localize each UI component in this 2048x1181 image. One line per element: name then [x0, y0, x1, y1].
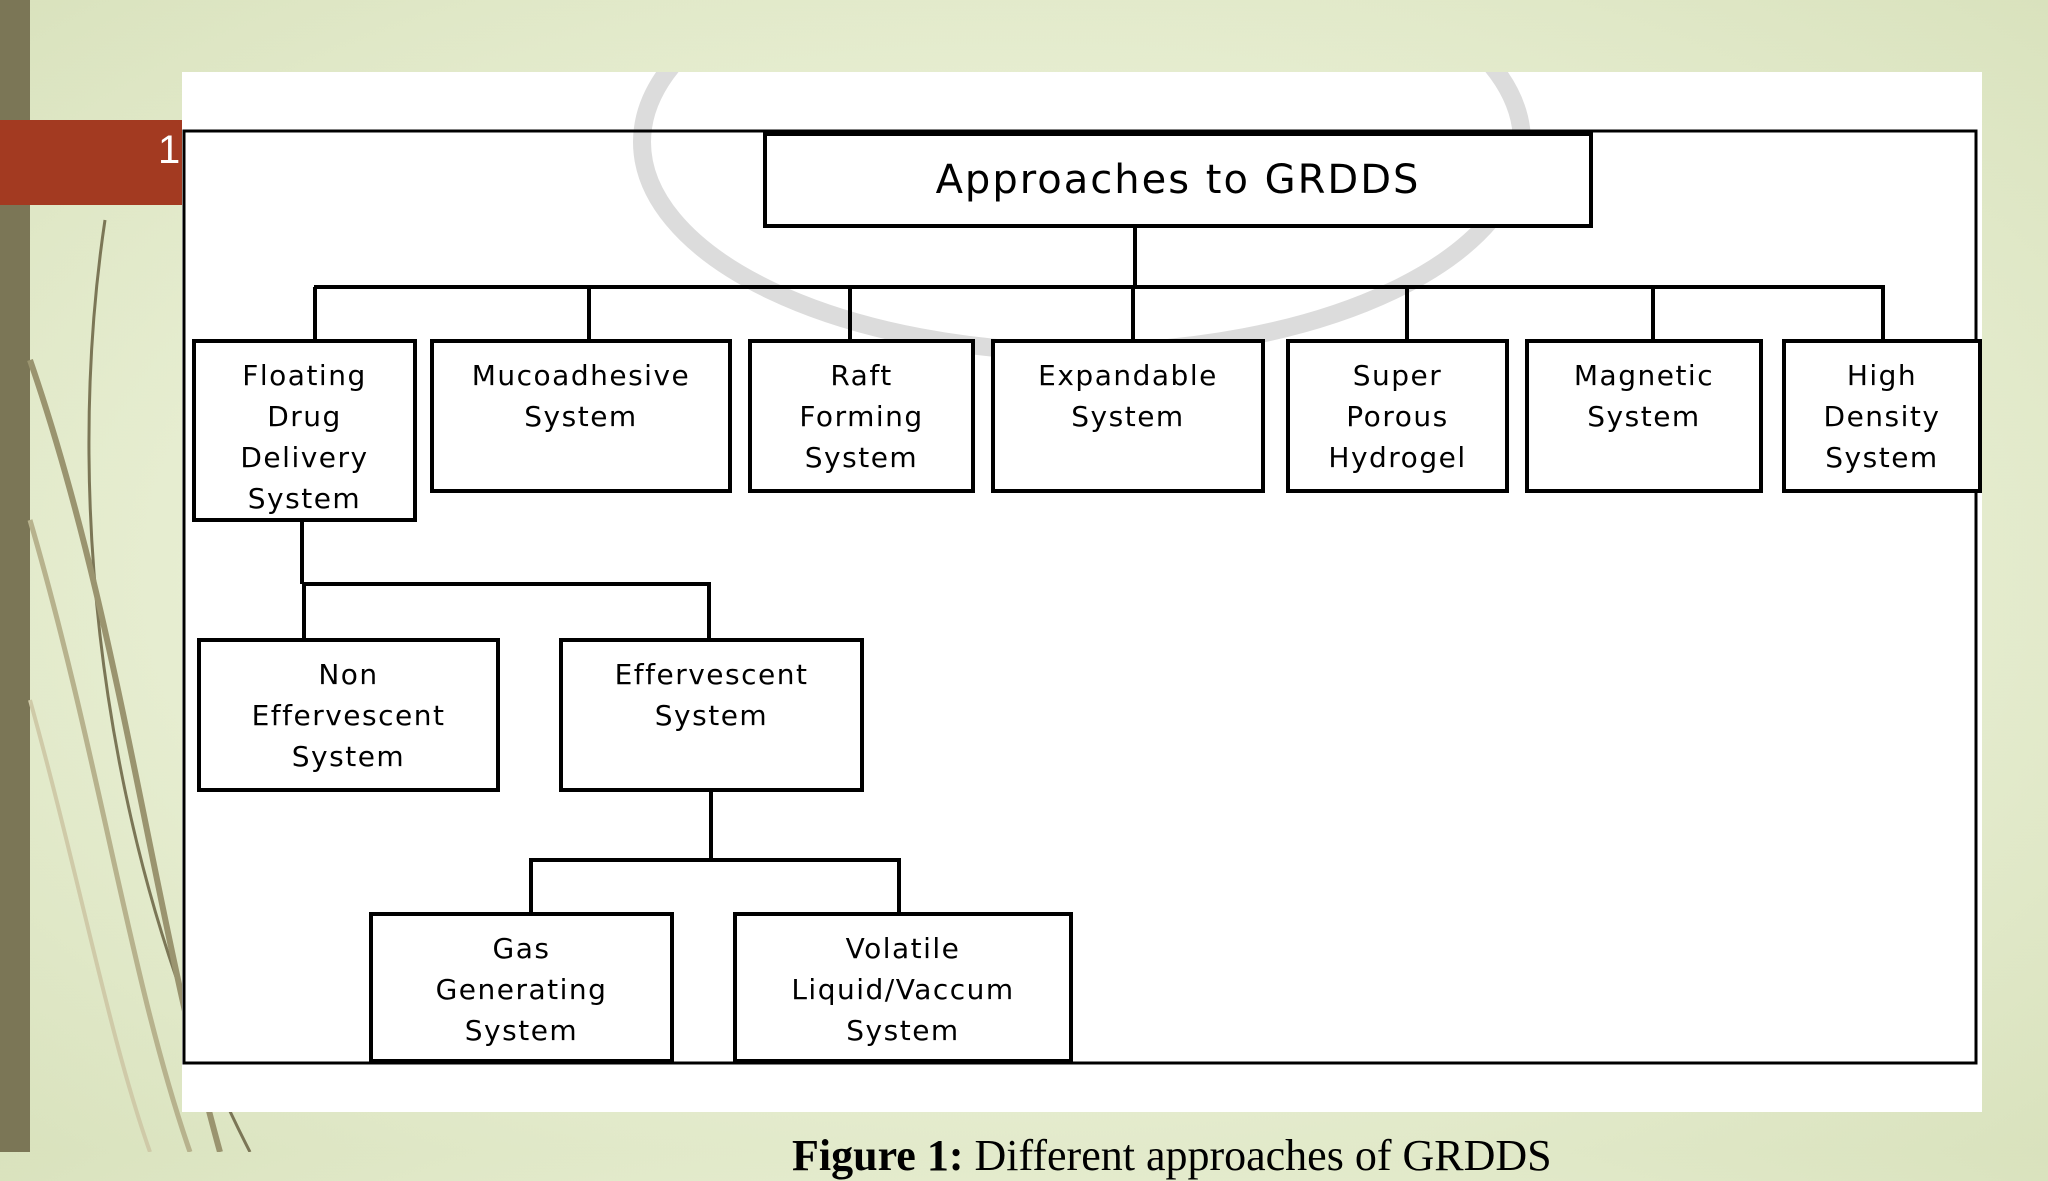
node-mucoadhesive: Mucoadhesive System — [430, 339, 732, 493]
node-super-porous-hydrogel: Super Porous Hydrogel — [1286, 339, 1509, 493]
root-node: Approaches to GRDDS — [763, 132, 1593, 228]
caption-text: Different approaches of GRDDS — [963, 1131, 1552, 1180]
node-non-effervescent: Non Effervescent System — [197, 638, 500, 792]
node-volatile-liquid-vaccum: Volatile Liquid/Vaccum System — [733, 912, 1073, 1063]
connector-lines — [300, 226, 1885, 914]
node-high-density: High Density System — [1782, 339, 1982, 493]
node-floating-drug-delivery: Floating Drug Delivery System — [192, 339, 417, 522]
diagram-frame — [182, 129, 1978, 1065]
caption-label: Figure 1: — [792, 1131, 964, 1180]
node-expandable: Expandable System — [991, 339, 1265, 493]
node-magnetic: Magnetic System — [1525, 339, 1763, 493]
node-effervescent: Effervescent System — [559, 638, 864, 792]
node-gas-generating: Gas Generating System — [369, 912, 674, 1063]
slide-number: 1 — [158, 128, 181, 172]
figure-panel: Approaches to GRDDS Floating Drug Delive… — [182, 72, 1982, 1180]
slide-number-tab — [0, 120, 185, 205]
figure-caption: Figure 1: Different approaches of GRDDS — [792, 1130, 1552, 1181]
node-raft-forming: Raft Forming System — [748, 339, 975, 493]
